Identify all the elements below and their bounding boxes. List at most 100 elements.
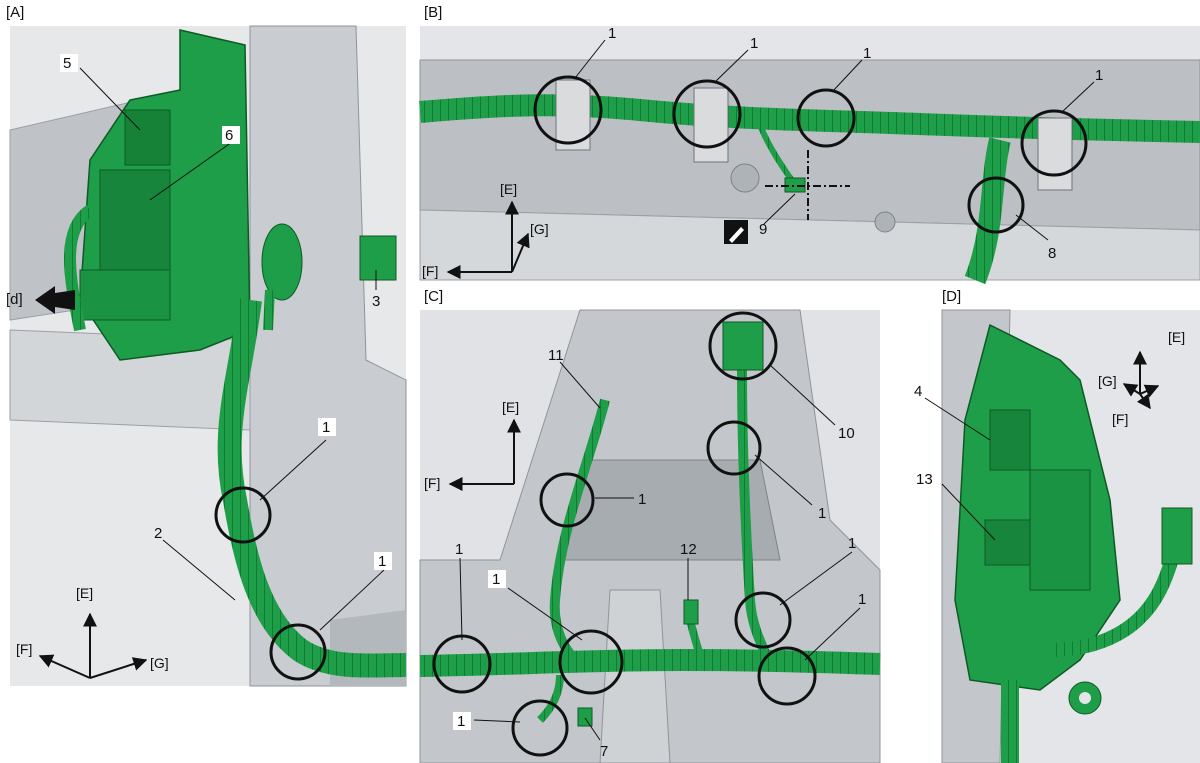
- harness-branch-c-left: [549, 398, 610, 669]
- bracket-hole: [1079, 692, 1091, 704]
- relay-13: [984, 519, 1031, 566]
- callout-13: 13: [916, 471, 933, 488]
- axis-triad-b: [446, 200, 530, 279]
- relay-4: [989, 409, 1031, 471]
- harness-branch-grommet: [263, 289, 275, 331]
- callout-1: 1: [848, 535, 856, 552]
- view-arrow-label: [d]: [6, 291, 23, 308]
- callout-9: 9: [759, 221, 767, 238]
- panel-a-label: [A]: [6, 4, 25, 21]
- axis-triad-a: [38, 612, 148, 679]
- panel-d-label: [D]: [942, 288, 962, 305]
- clip-circle: [757, 646, 817, 706]
- leader-line: [941, 483, 996, 541]
- clip-circle: [734, 591, 792, 649]
- connector-d: [1161, 507, 1193, 565]
- clip-circle: [1020, 109, 1088, 177]
- leader-line: [804, 607, 861, 661]
- callout-labels: 5 6 3 1 2 1 [d] 1 1 1 1 9 8 11 10 1 1 12…: [6, 25, 1103, 760]
- callout-1: 1: [1095, 67, 1103, 84]
- panel-b-label: [B]: [424, 4, 443, 21]
- clip: [1037, 117, 1073, 191]
- leader-line: [924, 397, 991, 441]
- connector-7: [577, 707, 593, 727]
- grommet: [261, 223, 303, 301]
- axis-labels: [E] [F] [G] [E] [F] [G] [E] [F] [E] [G] …: [16, 181, 1185, 671]
- axis-label-f-a: [F]: [16, 641, 32, 657]
- leader-line: [79, 67, 141, 131]
- leader-line: [754, 454, 813, 506]
- leader-line: [763, 193, 796, 225]
- clip-circle: [967, 176, 1025, 234]
- leader-line: [473, 719, 521, 723]
- connector-12: [683, 599, 699, 625]
- clip-circle: [511, 699, 569, 757]
- fuse-block-d: [1029, 469, 1091, 591]
- callout-1: 1: [818, 505, 826, 522]
- callout-1: 1: [858, 591, 866, 608]
- callout-11: 11: [548, 347, 564, 364]
- callout-2: 2: [154, 525, 162, 542]
- leader-line: [459, 557, 463, 641]
- axis-label-g-b: [G]: [530, 221, 549, 237]
- clip-circle: [672, 79, 742, 149]
- callout-1: 1: [378, 553, 386, 570]
- axis-label-f-b: [F]: [422, 263, 438, 279]
- harness-branch-12: [686, 619, 706, 664]
- panel-d: [924, 309, 1200, 763]
- clip: [693, 87, 729, 163]
- body-rail: [419, 59, 1200, 231]
- leader-line: [162, 539, 236, 601]
- clip-circle: [706, 420, 762, 476]
- panel-c: [419, 309, 881, 763]
- axis-label-g-a: [G]: [150, 655, 169, 671]
- connector-10: [722, 321, 764, 371]
- connector-3: [359, 235, 397, 281]
- wrench-tool-icon: [724, 220, 748, 244]
- callout-4: 4: [914, 383, 922, 400]
- body-hole: [874, 211, 896, 233]
- axis-label-e-d: [E]: [1168, 329, 1185, 345]
- axis-triad-c: [448, 418, 521, 491]
- callout-1: 1: [638, 491, 646, 508]
- callout-1: 1: [492, 571, 500, 588]
- axis-label-e-c: [E]: [502, 399, 519, 415]
- panel-b: [419, 26, 1200, 285]
- leader-line: [831, 59, 863, 93]
- leader-line: [507, 587, 583, 641]
- callout-1: 1: [863, 45, 871, 62]
- leader-line: [319, 569, 385, 631]
- panel-a: [9, 25, 407, 687]
- panel-c-label: [C]: [424, 288, 444, 305]
- axis-label-g-d: [G]: [1098, 373, 1117, 389]
- callout-3: 3: [372, 293, 380, 310]
- axis-label-e-a: [E]: [76, 585, 93, 601]
- harness-main-b: [419, 94, 1200, 143]
- view-arrow-icon: [35, 286, 75, 314]
- body-bracket-c: [599, 589, 671, 763]
- axis-label-f-c: [F]: [424, 475, 440, 491]
- leader-line: [714, 49, 749, 83]
- clip-circle: [533, 75, 603, 145]
- leader-line: [574, 39, 606, 79]
- clip-circle: [214, 486, 272, 544]
- harness-main: [217, 298, 407, 678]
- body-floor-b: [419, 209, 1200, 281]
- harness-main-c: [419, 648, 881, 677]
- callout-1: 1: [455, 541, 463, 558]
- connector-block: [79, 269, 171, 321]
- clip-circle: [269, 623, 327, 681]
- body-pillar: [249, 25, 407, 687]
- axis-label-e-b: [E]: [500, 181, 517, 197]
- clip-circle: [796, 88, 856, 148]
- callout-12: 12: [680, 541, 697, 558]
- harness-branch-left: [64, 205, 94, 332]
- leader-line: [769, 364, 836, 426]
- leader-line: [1015, 214, 1049, 241]
- harness-branch-b: [964, 137, 1011, 285]
- callout-1: 1: [750, 35, 758, 52]
- callout-6: 6: [225, 127, 233, 144]
- clip-circle: [539, 472, 595, 528]
- callout-8: 8: [1048, 245, 1056, 262]
